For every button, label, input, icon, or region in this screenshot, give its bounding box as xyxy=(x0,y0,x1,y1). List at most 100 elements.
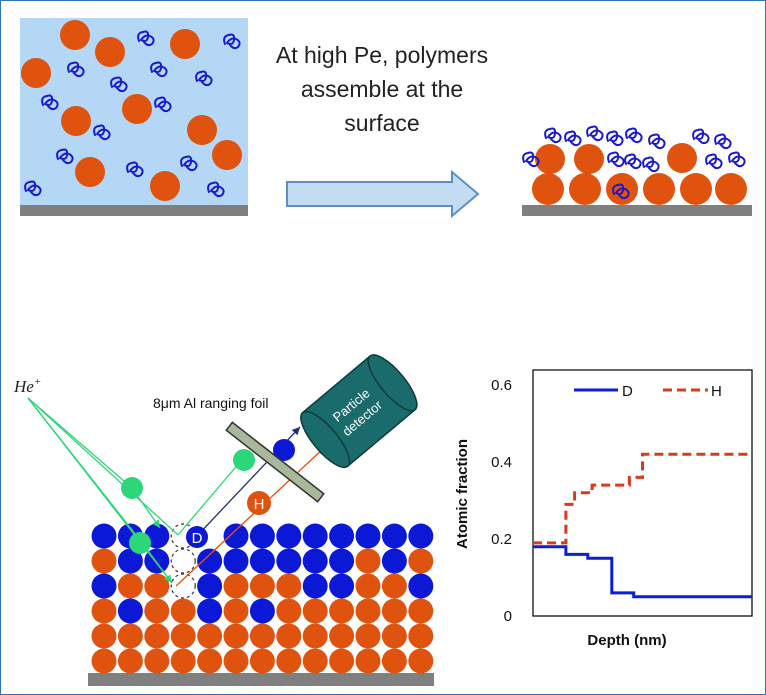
protonated-atom xyxy=(302,648,328,674)
protonated-atom xyxy=(276,648,302,674)
colloid-particle xyxy=(150,171,180,201)
colloid-particle xyxy=(61,106,91,136)
colloid-particle xyxy=(75,157,105,187)
y-tick-labels: 0 0.2 0.4 0.6 xyxy=(491,377,512,625)
y-tick-label: 0 xyxy=(504,608,512,625)
polymer-coil xyxy=(93,124,111,141)
protonated-atom xyxy=(91,623,117,649)
deuterated-atom xyxy=(302,573,328,599)
deuterated-atom xyxy=(223,523,249,549)
deuterium-atom xyxy=(186,526,208,548)
film-particles xyxy=(532,143,747,205)
protonated-atom xyxy=(302,623,328,649)
polymer-coil xyxy=(606,130,624,147)
polymer-coil xyxy=(56,148,74,165)
protonated-atom xyxy=(276,573,302,599)
polymer-coil xyxy=(642,156,660,173)
y-tick-label: 0.4 xyxy=(491,454,512,471)
polymer-coil xyxy=(564,130,582,147)
polymer-coil xyxy=(607,151,625,168)
protonated-atom xyxy=(381,623,407,649)
protonated-atom xyxy=(223,573,249,599)
vacancy xyxy=(170,548,196,574)
colloid-particle xyxy=(212,140,242,170)
dispersed-particles xyxy=(21,20,242,201)
deuterium-label: D xyxy=(192,530,203,547)
particle-detector: Particle detector xyxy=(300,354,418,469)
protonated-atom xyxy=(223,598,249,624)
process-caption: At high Pe, polymers assemble at the sur… xyxy=(275,42,489,136)
colloid-particle xyxy=(715,173,747,205)
protonated-atom xyxy=(355,623,381,649)
deuterated-atom xyxy=(355,523,381,549)
polymer-coil xyxy=(110,76,128,93)
he-beam-lines xyxy=(27,397,241,584)
colloid-particle xyxy=(122,94,152,124)
protonated-atom xyxy=(329,623,355,649)
colloid-particle xyxy=(60,20,90,50)
protonated-atom xyxy=(276,598,302,624)
process-arrow xyxy=(286,169,480,219)
protonated-atom xyxy=(329,648,355,674)
hydrogen-label: H xyxy=(254,496,265,513)
colloid-particle xyxy=(643,173,675,205)
protonated-atom xyxy=(249,623,275,649)
deuterated-atom xyxy=(329,523,355,549)
polymer-coil xyxy=(207,181,225,198)
erd-schematic: He+ 8μm Al ranging foil Particle detecto… xyxy=(13,354,434,686)
polymer-coil xyxy=(692,128,710,145)
y-tick-label: 0.2 xyxy=(491,531,512,548)
deuterated-atom xyxy=(91,573,117,599)
y-tick-label: 0.6 xyxy=(491,377,512,394)
protonated-atom xyxy=(117,648,143,674)
he-atom xyxy=(233,449,255,471)
polymer-coil xyxy=(150,61,168,78)
surface-polymers xyxy=(522,125,746,200)
protonated-atom xyxy=(223,648,249,674)
polymer-coil xyxy=(67,61,85,78)
polymer-coil xyxy=(137,30,155,47)
polymer-coil xyxy=(41,94,59,111)
deuterated-atom xyxy=(197,548,223,574)
protonated-atom xyxy=(355,648,381,674)
dispersed-polymers xyxy=(24,30,241,198)
protonated-atom xyxy=(249,648,275,674)
substrate-right xyxy=(522,205,752,216)
protonated-atom xyxy=(117,623,143,649)
deuterated-atom xyxy=(249,523,275,549)
protonated-atom xyxy=(197,623,223,649)
colloid-particle xyxy=(574,144,604,174)
protonated-atom xyxy=(408,648,434,674)
polymer-coil xyxy=(522,151,540,168)
deuterated-atom xyxy=(329,573,355,599)
deuterated-atom xyxy=(381,548,407,574)
protonated-atom xyxy=(408,548,434,574)
protonated-atom xyxy=(144,623,170,649)
legend: D H xyxy=(574,383,722,400)
protonated-atom xyxy=(91,548,117,574)
colloid-particle xyxy=(667,143,697,173)
protonated-atom xyxy=(381,648,407,674)
deuterated-atom xyxy=(381,523,407,549)
colloid-particle xyxy=(569,173,601,205)
h-recoil-line xyxy=(175,446,326,587)
deuterated-atom xyxy=(302,548,328,574)
ranging-foil xyxy=(225,421,325,503)
polymer-coil xyxy=(544,127,562,144)
plot-frame xyxy=(532,369,753,617)
colloid-particle xyxy=(95,37,125,67)
polymer-coil xyxy=(648,133,666,150)
polymer-coil xyxy=(180,155,198,172)
protonated-atom xyxy=(144,648,170,674)
deuterated-atom xyxy=(249,598,275,624)
solution-panel xyxy=(20,18,248,216)
protonated-atom xyxy=(355,598,381,624)
polymer-coil xyxy=(625,127,643,144)
polymer-coil xyxy=(223,33,241,50)
protonated-atom xyxy=(170,598,196,624)
protonated-atom xyxy=(329,598,355,624)
colloid-particle xyxy=(187,115,217,145)
polymer-coil xyxy=(705,153,723,170)
stratified-panel xyxy=(522,125,752,216)
protonated-atom xyxy=(170,623,196,649)
